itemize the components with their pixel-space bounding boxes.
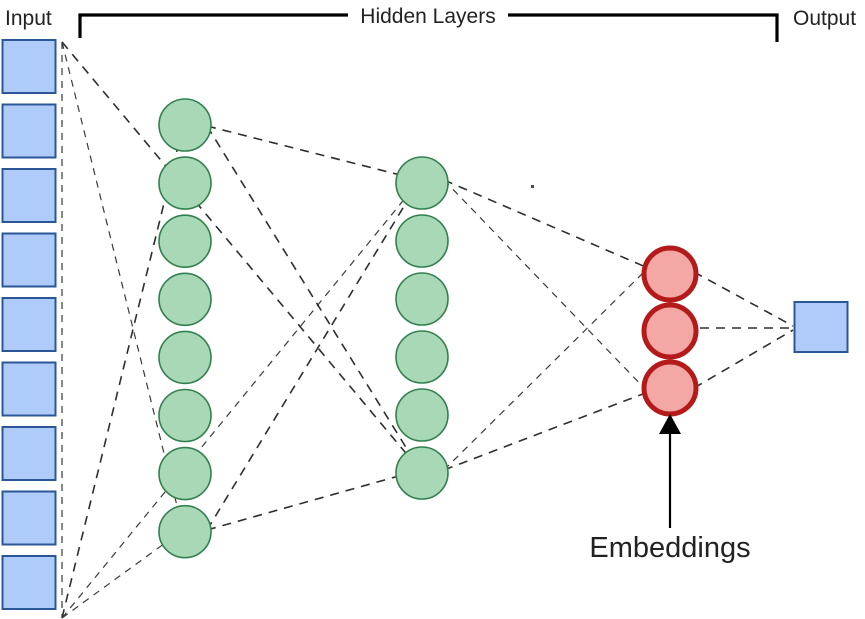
connection-edge (206, 125, 421, 181)
stray-speck (531, 185, 534, 188)
connection-edge (443, 267, 649, 471)
hidden-node (395, 388, 449, 442)
hidden-node (158, 156, 212, 210)
embedding-node (641, 302, 699, 360)
hidden-node (158, 272, 212, 327)
connection-edge (61, 41, 184, 531)
connection-edge (206, 125, 421, 471)
connection-edge (61, 125, 184, 619)
connection-edge (443, 179, 649, 393)
hidden-node (158, 504, 212, 559)
input-label: Input (5, 7, 52, 30)
connection-edge (61, 179, 421, 619)
embeddings-label: Embeddings (589, 532, 750, 564)
hidden-node (395, 272, 449, 326)
stray-speck-mark (531, 185, 534, 188)
output-block (793, 301, 849, 353)
input-block (1, 232, 57, 288)
hidden-node (395, 214, 449, 268)
input-block (1, 168, 57, 223)
arrow-head (659, 414, 681, 434)
connection-edges (61, 41, 794, 619)
hidden-node (395, 330, 449, 384)
input-block (1, 490, 57, 546)
hidden-node (395, 156, 449, 210)
hidden-node (158, 446, 212, 501)
input-block (1, 297, 57, 352)
hidden-layers-label: Hidden Layers (360, 5, 495, 28)
connection-edge (206, 469, 421, 531)
output-label: Output (793, 7, 856, 30)
hidden-layers-bracket (78, 13, 779, 42)
connection-edge (206, 179, 421, 531)
connection-edge (443, 391, 649, 471)
embeddings-pointer-arrow (659, 414, 681, 528)
connection-edge (693, 271, 794, 327)
connection-edge (61, 41, 421, 471)
hidden-node (395, 446, 449, 500)
input-block (1, 39, 57, 94)
input-block (1, 426, 57, 481)
input-block (1, 361, 57, 417)
connection-edge (443, 179, 649, 269)
embedding-node (641, 245, 699, 303)
hidden-node (158, 388, 212, 443)
hidden-node (158, 98, 212, 152)
hidden-node (158, 214, 212, 268)
input-block (1, 103, 57, 159)
connection-edge (693, 329, 794, 389)
input-block (1, 555, 57, 610)
embedding-node (641, 359, 699, 417)
hidden-node (158, 330, 212, 385)
